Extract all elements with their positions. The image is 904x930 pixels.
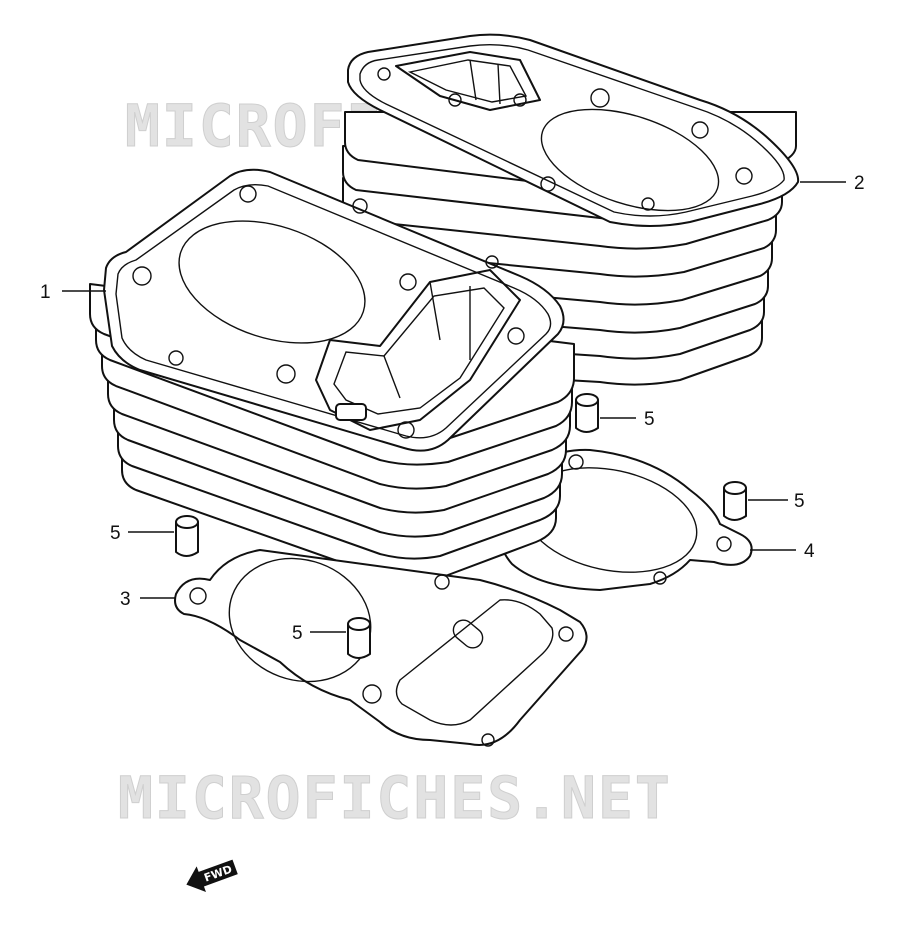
callout-5a: 5	[110, 523, 121, 544]
watermark-bottom: MICROFICHES.NET	[118, 764, 672, 832]
callout-4: 4	[804, 541, 815, 562]
front-cylinder	[89, 168, 575, 582]
dowel-pin-2	[347, 617, 371, 659]
callout-1: 1	[40, 282, 51, 303]
callout-5c: 5	[644, 409, 655, 430]
fwd-label: FWD	[202, 863, 233, 885]
dowel-pin-1	[175, 515, 199, 557]
callout-3: 3	[120, 589, 131, 610]
callout-5b: 5	[292, 623, 303, 644]
dowel-pin-4	[723, 481, 747, 521]
callout-2: 2	[854, 173, 865, 194]
callout-5d: 5	[794, 491, 805, 512]
fwd-indicator: FWD	[186, 859, 238, 892]
dowel-pin-3	[575, 393, 599, 433]
arrow-left-icon	[186, 859, 238, 892]
